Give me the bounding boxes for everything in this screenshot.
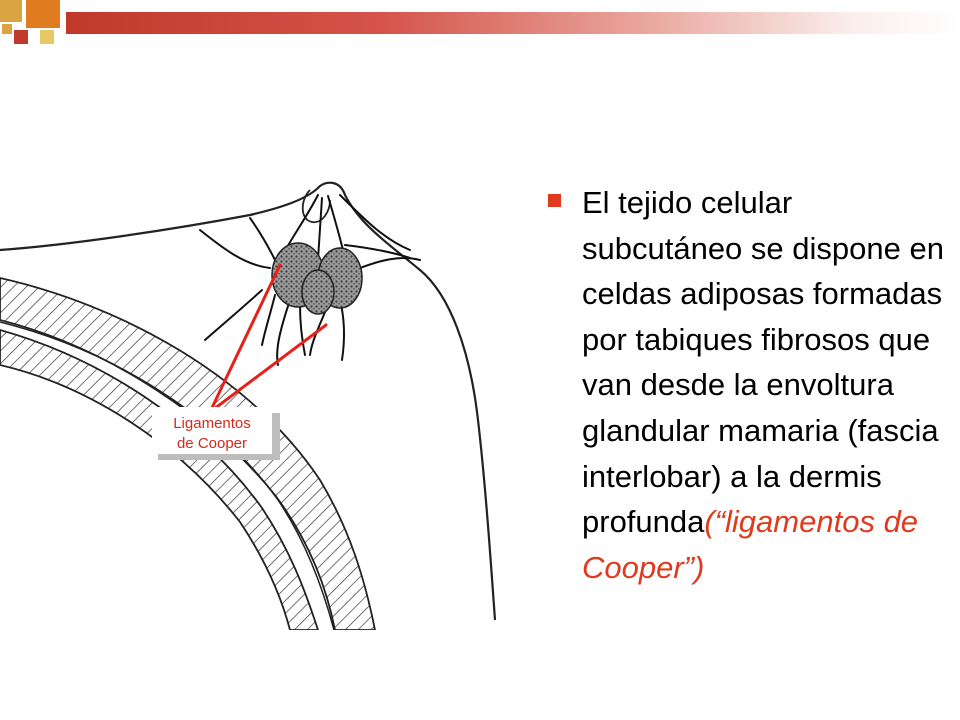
bullet-square-icon [548, 194, 561, 207]
gland-lobule-mid [301, 269, 335, 315]
decor-square-orange [26, 0, 60, 28]
cooper-ligaments-illustration: Ligamentos de Cooper [0, 181, 497, 630]
callout-box [152, 407, 272, 454]
decor-square-gold [0, 0, 22, 22]
header-gradient-bar [66, 12, 960, 34]
decor-square-gold-small [2, 24, 12, 34]
callout-text-line2: de Cooper [177, 435, 247, 452]
bullet-highlight-text: (“ligamentos de Cooper”) [582, 504, 919, 585]
callout-text-line1: Ligamentos [173, 415, 251, 432]
callout-lines [208, 263, 328, 414]
bullet-paragraph: El tejido celular subcutáneo se dispone … [582, 180, 948, 590]
decor-square-red [14, 30, 28, 44]
muscle-band-outer [0, 277, 376, 630]
fibrous-septa [199, 194, 421, 366]
decor-square-yellow [40, 30, 54, 44]
bullet-body-text: El tejido celular subcutáneo se dispone … [582, 185, 944, 540]
